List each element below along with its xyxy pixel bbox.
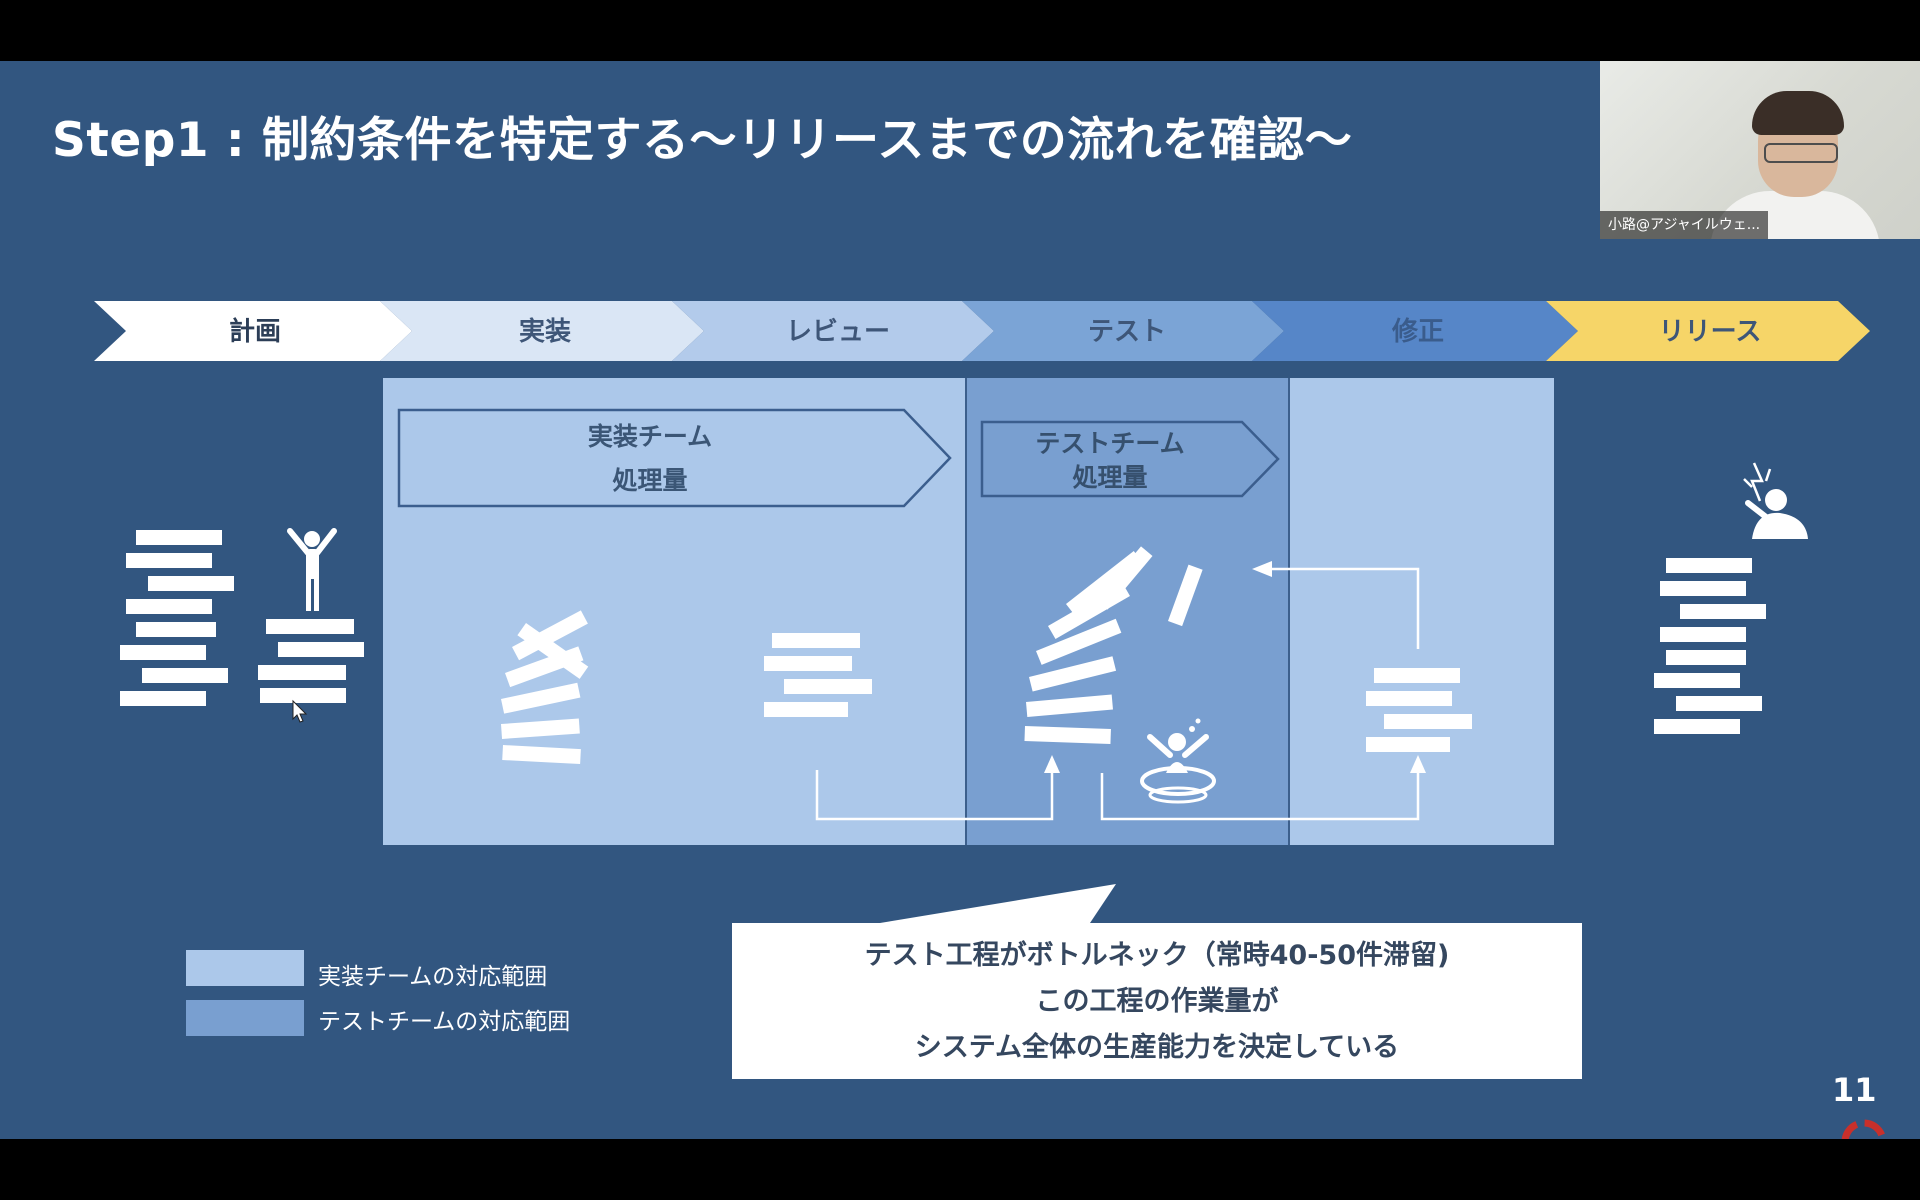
bottleneck-callout: テスト工程がボトルネック（常時40-50件滞留) この工程の作業量が システム全… <box>732 923 1582 1079</box>
chevron-test <box>962 301 1284 361</box>
impl-throughput-arrow <box>397 408 952 508</box>
impl-team-range-right <box>1289 378 1554 845</box>
callout-line-1: テスト工程がボトルネック（常時40-50件滞留) <box>864 940 1450 971</box>
step-label-fix: 修正 <box>1391 316 1444 347</box>
letterbox-top <box>0 0 1920 61</box>
page-number: 11 <box>1832 1071 1877 1109</box>
letterbox-bottom <box>0 1139 1920 1200</box>
fix-stack <box>1366 668 1472 752</box>
drowning-person-icon <box>1140 718 1216 804</box>
test-team-range <box>966 378 1289 845</box>
impl-throughput-label-2: 処理量 <box>612 466 687 495</box>
process-chevron-bar <box>94 301 1870 361</box>
cheering-person-icon <box>287 528 337 611</box>
review-stack <box>764 633 872 717</box>
test-throughput-label-1: テストチーム <box>1035 429 1184 458</box>
step-label-test: テスト <box>1088 317 1166 347</box>
test-throughput-label-2: 処理量 <box>1072 463 1147 492</box>
participant-video[interactable]: 小路@アジャイルウェ... <box>1600 61 1920 239</box>
chevron-release <box>1546 301 1870 361</box>
callout-line-3: システム全体の生産能力を決定している <box>914 1032 1400 1063</box>
chevron-plan <box>94 301 412 361</box>
presentation-slide: Step1 : 制約条件を特定する〜リリースまでの流れを確認〜 計画 実装 レビ… <box>0 61 1920 1139</box>
process-diagram: 計画 実装 レビュー テスト 修正 リリース 実装チーム 処理量 テストチーム … <box>94 301 1870 923</box>
legend-label-impl: 実装チームの対応範囲 <box>318 964 548 990</box>
impl-team-range-left <box>383 378 966 845</box>
callout-pointer <box>880 884 1116 923</box>
test-collapsing-pile <box>1024 546 1203 744</box>
slide-title: Step1 : 制約条件を特定する〜リリースまでの流れを確認〜 <box>52 113 1353 168</box>
mouse-cursor-icon <box>292 699 308 723</box>
company-logo-icon <box>1841 1119 1887 1139</box>
chevron-review <box>672 301 994 361</box>
plan-person-stack <box>258 619 364 703</box>
flow-arrows <box>815 567 1420 821</box>
release-stack <box>1654 558 1766 734</box>
arrow-heads <box>1044 561 1426 773</box>
legend-label-test: テストチームの対応範囲 <box>318 1009 571 1035</box>
impl-throughput-label-1: 実装チーム <box>588 422 712 451</box>
step-label-plan: 計画 <box>229 316 281 347</box>
participant-name: 小路@アジャイルウェ... <box>1600 211 1769 239</box>
test-throughput-arrow <box>980 420 1280 498</box>
chevron-implement <box>380 301 704 361</box>
plan-backlog-stack <box>120 530 234 706</box>
legend-swatch-test <box>186 1000 304 1036</box>
chevron-fix <box>1252 301 1578 361</box>
impl-falling-stack <box>501 610 589 765</box>
legend-swatch-impl <box>186 950 304 986</box>
step-label-implement: 実装 <box>519 316 571 347</box>
frustrated-person-icon <box>1743 462 1808 539</box>
step-label-release: リリース <box>1659 317 1762 347</box>
callout-line-2: この工程の作業量が <box>1035 986 1279 1017</box>
step-label-review: レビュー <box>786 317 890 347</box>
